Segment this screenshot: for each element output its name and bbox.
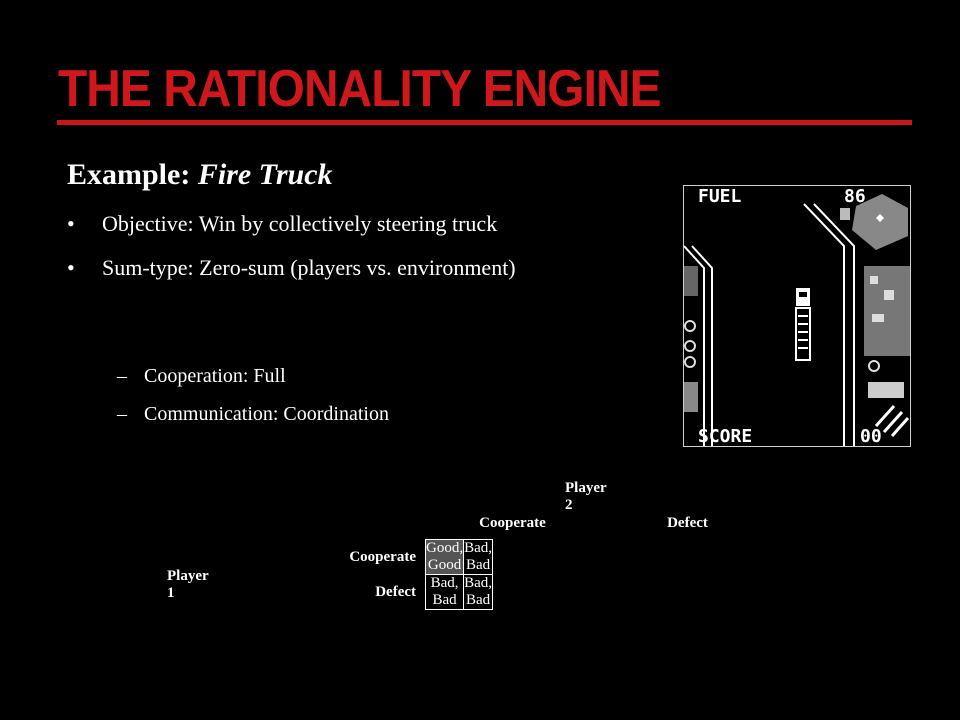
- cell-defect-defect: Bad, Bad: [463, 574, 494, 610]
- bullet-dot: •: [67, 255, 75, 280]
- cell-coop-coop: Good, Good: [424, 539, 465, 575]
- bullet-objective: •Objective: Win by collectively steering…: [67, 208, 587, 240]
- cell-defect-coop: Bad, Bad: [424, 574, 465, 610]
- player2-label: Player 2: [565, 480, 607, 513]
- game-screen: FUEL 86 SCORE 00: [684, 186, 910, 446]
- sub-bullet-cooperation: –Cooperation: Full: [67, 362, 587, 390]
- row-header-defect: Defect: [375, 584, 416, 600]
- title-underline: [57, 120, 912, 125]
- subtitle-prefix: Example:: [67, 158, 198, 191]
- payoff-table: Good, Good Bad, Bad Bad, Bad Bad, Bad: [424, 539, 494, 610]
- sub-bullet-communication: –Communication: Coordination: [67, 400, 587, 428]
- col-header-defect: Defect: [667, 515, 708, 531]
- score-label: SCORE: [698, 426, 752, 446]
- row-header-cooperate: Cooperate: [349, 549, 416, 565]
- bullet-sum-type: •Sum-type: Zero-sum (players vs. environ…: [67, 252, 587, 284]
- slide-subtitle: Example: Fire Truck: [67, 155, 333, 195]
- table-row: Bad, Bad Bad, Bad: [424, 574, 494, 610]
- table-row: Good, Good Bad, Bad: [424, 539, 494, 575]
- subtitle-italic: Fire Truck: [197, 158, 333, 191]
- bullet-list: •Objective: Win by collectively steering…: [67, 208, 587, 296]
- player1-label: Player 1: [167, 568, 209, 601]
- sub-bullet-list: –Cooperation: Full –Communication: Coord…: [67, 362, 587, 438]
- cell-coop-defect: Bad, Bad: [463, 539, 494, 575]
- dash-glyph: –: [117, 403, 127, 425]
- dash-glyph: –: [117, 365, 127, 387]
- slide-title: THE RATIONALITY ENGINE: [58, 60, 662, 118]
- bullet-dot: •: [67, 211, 75, 236]
- score-value: 00: [860, 426, 882, 446]
- fuel-value: 86: [844, 186, 866, 207]
- col-header-cooperate: Cooperate: [479, 515, 546, 531]
- fuel-label: FUEL: [698, 186, 742, 207]
- fire-truck-game-screenshot: FUEL 86 SCORE 00: [683, 185, 911, 447]
